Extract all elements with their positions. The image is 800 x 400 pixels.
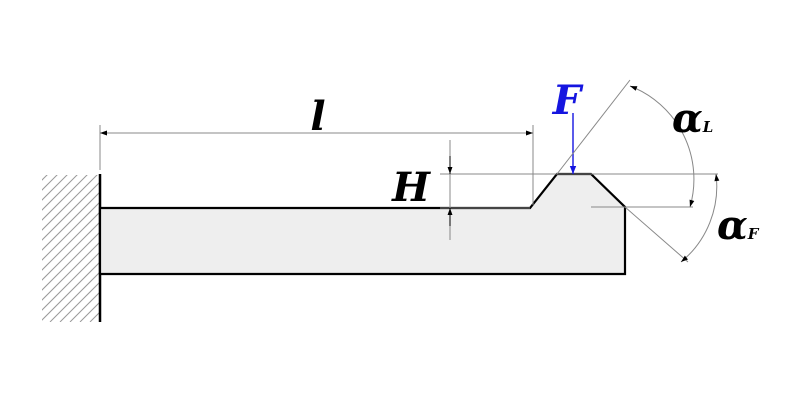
lead-angle-symbol: α [672,95,703,142]
flank-angle: αF [624,173,760,263]
flank-angle-symbol: α [717,202,748,249]
flank-angle-extension [624,206,689,263]
lead-angle-extension [556,79,631,175]
force-arrow: F [552,77,584,174]
length-label: l [310,93,325,140]
height-dimension: H [391,140,718,240]
height-label: H [391,164,431,211]
lead-angle-subscript: L [702,118,714,136]
force-label: F [552,77,584,124]
wall-hatching [42,175,100,322]
flank-angle-arc [680,173,720,263]
cantilever-beam [98,172,627,276]
lead-angle-label: αL [672,95,713,142]
flank-angle-label: αF [717,202,760,249]
flank-angle-subscript: F [747,225,760,243]
length-dimension: l [99,93,534,205]
